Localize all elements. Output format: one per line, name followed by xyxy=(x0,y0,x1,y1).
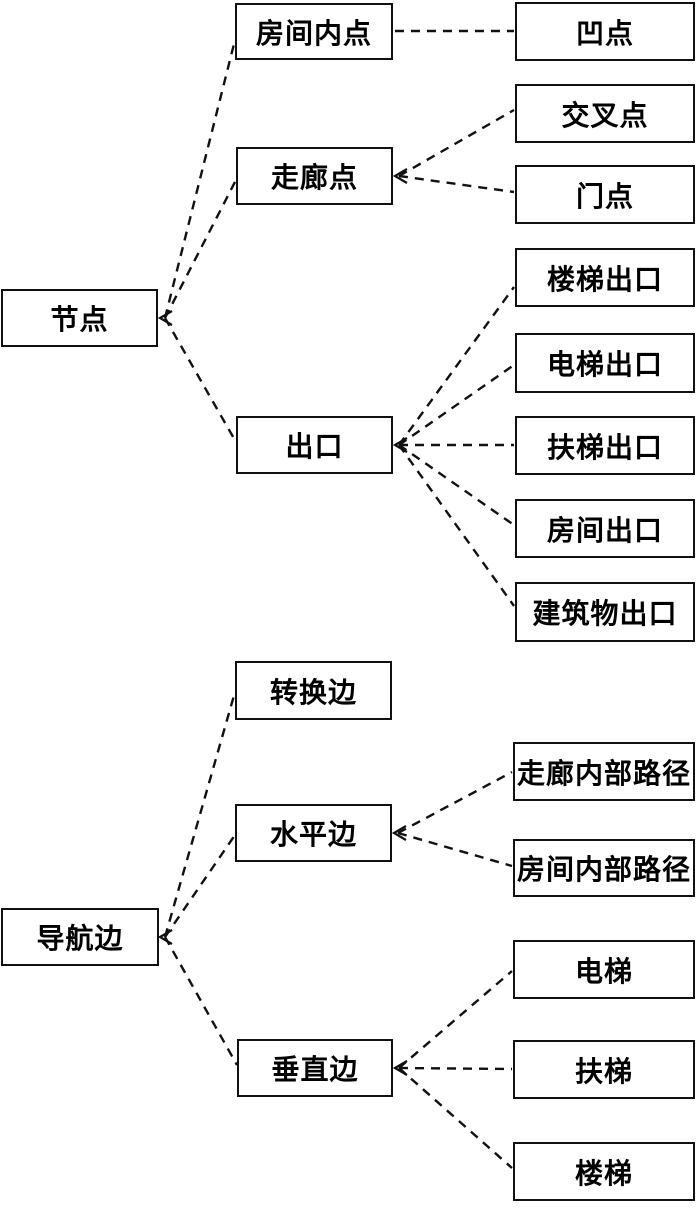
box-room-exit: 房间出口 xyxy=(515,499,695,558)
box-horizontal-edge: 水平边 xyxy=(235,804,392,862)
box-stair-exit: 楼梯出口 xyxy=(515,248,695,307)
box-corridor-internal-path: 走廊内部路径 xyxy=(513,742,695,801)
box-concave-point: 凹点 xyxy=(515,2,695,61)
box-node: 节点 xyxy=(1,289,158,347)
box-transition-edge: 转换边 xyxy=(235,661,392,720)
box-vertical-edge: 垂直边 xyxy=(237,1039,393,1097)
box-room-interior-point: 房间内点 xyxy=(235,3,393,60)
box-escalator-exit: 扶梯出口 xyxy=(515,416,695,475)
box-door-point: 门点 xyxy=(515,165,695,224)
box-building-exit: 建筑物出口 xyxy=(515,582,695,642)
box-room-internal-path: 房间内部路径 xyxy=(513,839,695,897)
box-elevator-exit: 电梯出口 xyxy=(515,333,695,393)
box-intersection-point: 交叉点 xyxy=(515,84,695,143)
box-elevator: 电梯 xyxy=(513,940,695,999)
arrowheads xyxy=(157,168,408,1076)
box-corridor-point: 走廊点 xyxy=(236,147,393,205)
box-escalator: 扶梯 xyxy=(513,1040,695,1099)
box-navigation-edge: 导航边 xyxy=(1,908,159,966)
box-stairs: 楼梯 xyxy=(513,1142,695,1201)
box-exit: 出口 xyxy=(236,416,393,474)
